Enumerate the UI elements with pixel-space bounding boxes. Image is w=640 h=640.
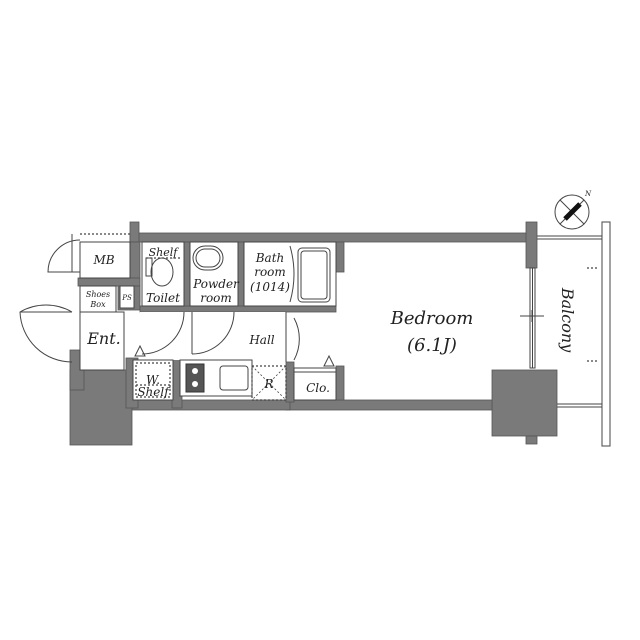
shoes-box-label-1: Shoes — [86, 290, 110, 299]
w-shelf-label-2: Shelf — [137, 385, 171, 399]
bedroom-size-label: (6.1J) — [407, 335, 457, 356]
toilet-shelf-label: Shelf — [149, 246, 180, 259]
balcony: Balcony — [536, 221, 611, 447]
walls — [69, 221, 558, 446]
stove-icon — [185, 363, 205, 393]
room-w-shelf: W. Shelf — [132, 359, 174, 401]
bath-label-3: (1014) — [250, 280, 290, 294]
room-shoes-box: Shoes Box — [79, 285, 117, 313]
closet-label: Clo. — [306, 381, 330, 395]
room-closet: Clo. — [293, 367, 337, 401]
compass-icon: N — [554, 190, 592, 230]
room-powder: Powder room — [189, 241, 256, 307]
bath-label-2: room — [254, 265, 286, 279]
bath-label-1: Bath — [255, 251, 285, 265]
room-bedroom: Bedroom (6.1J) — [390, 308, 474, 356]
balcony-label: Balcony — [558, 287, 577, 353]
powder-room-label-2: room — [200, 291, 232, 305]
room-bath: Bath room (1014) — [243, 241, 337, 307]
sink-icon — [219, 365, 249, 391]
ps-label: PS — [121, 294, 132, 302]
refrigerator-space: R — [251, 365, 287, 401]
entrance-label: Ent. — [86, 329, 121, 348]
room-toilet: Shelf Toilet — [141, 241, 185, 307]
refrigerator-label: R — [263, 377, 273, 391]
mb-label: MB — [92, 253, 114, 267]
room-ps: PS — [119, 285, 135, 309]
w-shelf-label-1: W. — [146, 373, 160, 387]
shoes-box-label-2: Box — [89, 300, 106, 309]
room-entrance: Ent. — [19, 304, 125, 371]
kitchen — [179, 359, 253, 397]
toilet-label: Toilet — [146, 291, 180, 305]
room-hall: Hall — [134, 311, 335, 367]
powder-room-label-1: Powder — [192, 277, 240, 291]
compass-north-label: N — [584, 190, 592, 198]
bedroom-label: Bedroom — [390, 308, 474, 329]
room-mb: MB — [47, 233, 131, 279]
hall-label: Hall — [248, 333, 274, 347]
